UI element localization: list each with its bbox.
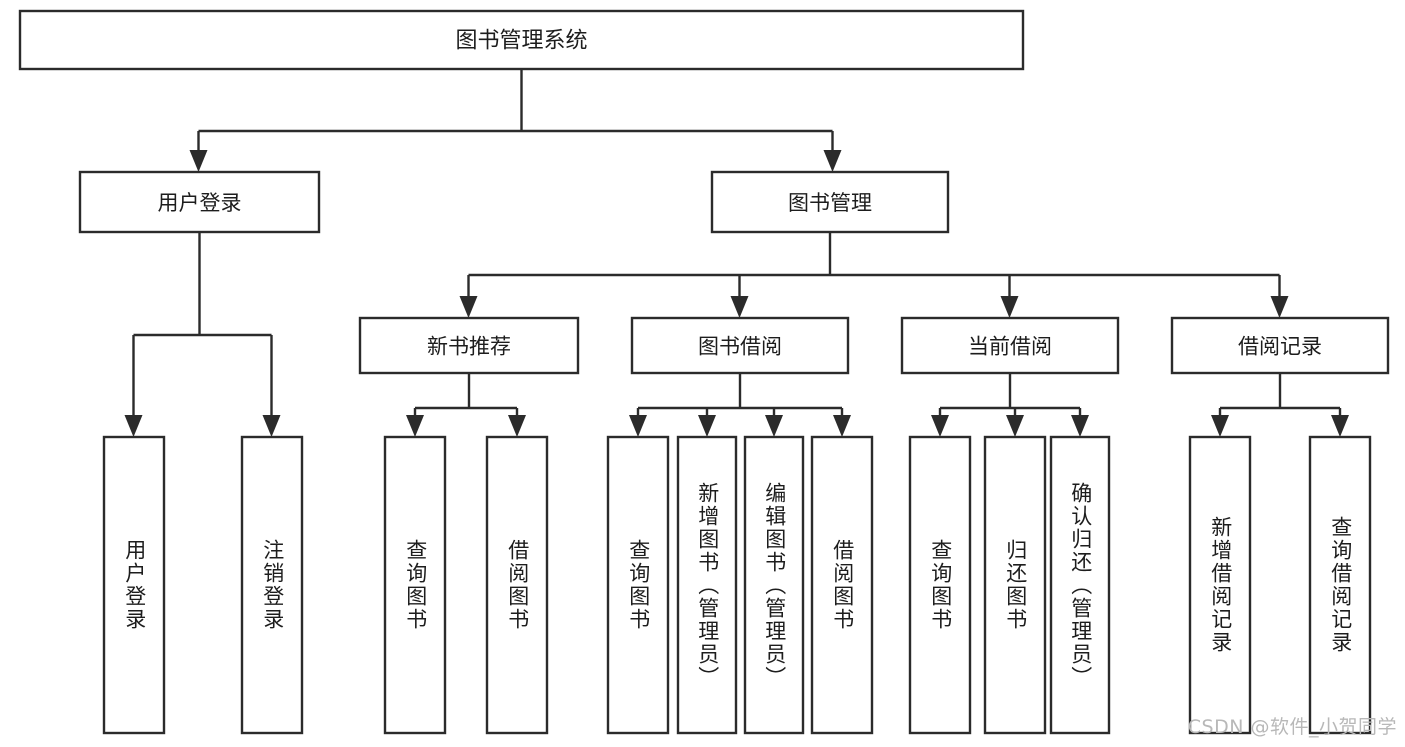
node-box-leaf-query-book-2[interactable] <box>606 435 670 735</box>
node-label-root: 图书管理系统 <box>455 29 587 54</box>
connector-line <box>1218 373 1342 425</box>
arrowheads-layer <box>124 150 1349 437</box>
node-box-leaf-borrow-book-1[interactable] <box>485 435 549 735</box>
node-box-borrow-record[interactable] <box>1170 316 1390 375</box>
arrow-head-icon <box>1270 296 1289 318</box>
node-label-book-borrow: 图书借阅 <box>698 335 782 359</box>
connector-line <box>467 232 1281 306</box>
arrow-head-icon <box>1071 415 1089 437</box>
node-box-new-book-recommend[interactable] <box>358 316 580 375</box>
connector-line <box>197 69 834 160</box>
node-box-leaf-query-book-1[interactable] <box>383 435 447 735</box>
arrow-head-icon <box>931 415 949 437</box>
arrow-head-icon <box>262 415 281 437</box>
arrow-head-icon <box>1331 415 1349 437</box>
node-box-leaf-logout[interactable] <box>240 435 304 735</box>
node-label-book-manage: 图书管理 <box>788 191 872 215</box>
arrow-head-icon <box>1211 415 1229 437</box>
node-box-leaf-query-record[interactable] <box>1308 435 1372 735</box>
connector-line <box>413 373 519 425</box>
connector-line <box>132 232 273 425</box>
connectors-layer <box>132 69 1342 425</box>
node-box-leaf-confirm-return[interactable] <box>1049 435 1111 735</box>
arrow-head-icon <box>124 415 143 437</box>
node-label-borrow-record: 借阅记录 <box>1238 335 1322 359</box>
arrow-head-icon <box>823 150 842 172</box>
arrow-head-icon <box>189 150 208 172</box>
node-label-user-login: 用户登录 <box>158 191 242 215</box>
arrow-head-icon <box>629 415 647 437</box>
node-boxes-layer <box>18 9 1390 735</box>
arrow-head-icon <box>730 296 749 318</box>
watermark-text: CSDN @软件_小贺同学 <box>1187 716 1397 738</box>
arrow-head-icon <box>765 415 783 437</box>
node-label-current-borrow: 当前借阅 <box>968 335 1052 359</box>
node-box-book-borrow[interactable] <box>630 316 850 375</box>
arrow-head-icon <box>406 415 424 437</box>
connector-line <box>636 373 844 425</box>
node-box-root[interactable] <box>18 9 1025 71</box>
arrow-head-icon <box>833 415 851 437</box>
arrow-head-icon <box>1006 415 1024 437</box>
node-label-new-book-recommend: 新书推荐 <box>427 335 511 359</box>
node-box-leaf-edit-book[interactable] <box>743 435 805 735</box>
node-box-user-login[interactable] <box>78 170 321 234</box>
arrow-head-icon <box>1000 296 1019 318</box>
node-box-leaf-query-book-3[interactable] <box>908 435 972 735</box>
node-box-current-borrow[interactable] <box>900 316 1120 375</box>
node-box-leaf-borrow-book-2[interactable] <box>810 435 874 735</box>
node-box-leaf-add-book[interactable] <box>676 435 738 735</box>
arrow-head-icon <box>459 296 478 318</box>
node-box-leaf-add-record[interactable] <box>1188 435 1252 735</box>
arrow-head-icon <box>698 415 716 437</box>
node-box-leaf-return-book[interactable] <box>983 435 1047 735</box>
node-box-leaf-user-login[interactable] <box>102 435 166 735</box>
arrow-head-icon <box>508 415 526 437</box>
node-box-book-manage[interactable] <box>710 170 950 234</box>
